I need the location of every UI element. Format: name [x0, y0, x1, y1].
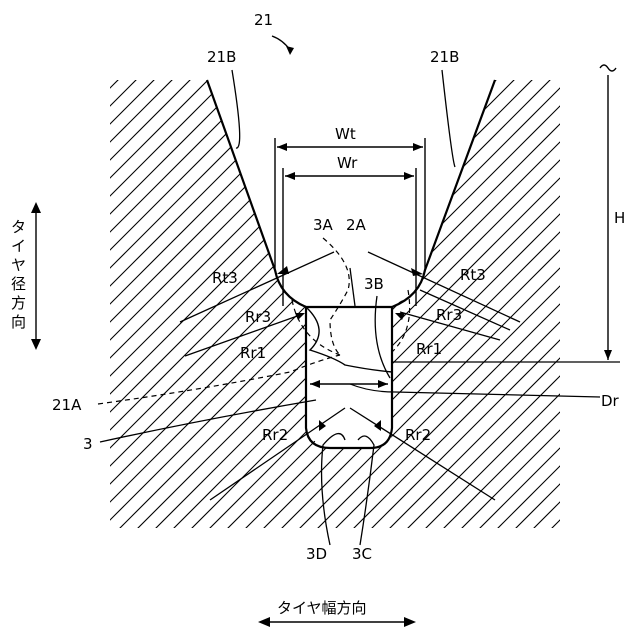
- radial-label-char-3: ヤ: [11, 256, 26, 274]
- label-3c: 3C: [352, 545, 372, 563]
- hatch-line: [0, 0, 234, 560]
- hatch-line: [592, 0, 640, 560]
- hatch-line: [394, 0, 640, 560]
- hatch-line: [538, 0, 640, 560]
- hatch-line: [520, 0, 640, 560]
- label-rr1-right: Rr1: [416, 340, 442, 358]
- label-rr2-left: Rr2: [262, 426, 288, 444]
- label-dr: Dr: [601, 392, 620, 410]
- label-21a: 21A: [52, 396, 82, 414]
- hatch-line: [502, 0, 640, 560]
- width-direction-label: タイヤ幅方向: [277, 599, 367, 617]
- hatch-line: [16, 0, 576, 560]
- radial-direction-arrow: [31, 202, 41, 350]
- label-rt3-right: Rt3: [460, 266, 486, 284]
- radial-label-char-2: イ: [11, 237, 26, 255]
- rubber-hatching: [0, 0, 640, 560]
- ref-21-arrowhead: [286, 46, 294, 55]
- hatch-line: [0, 0, 324, 560]
- label-rt3-left: Rt3: [212, 269, 238, 287]
- hatch-line: [232, 0, 640, 560]
- hatch-line: [484, 0, 640, 560]
- hatch-line: [628, 0, 640, 560]
- hatch-line: [0, 0, 342, 560]
- hatch-line: [0, 0, 360, 560]
- hatch-line: [250, 0, 640, 560]
- hatch-line: [412, 0, 640, 560]
- hatch-line: [268, 0, 640, 560]
- radial-label-char-1: タ: [11, 218, 26, 236]
- hatch-line: [340, 0, 640, 560]
- label-rr2-right: Rr2: [405, 426, 431, 444]
- label-3b: 3B: [364, 275, 384, 293]
- hatch-line: [0, 0, 396, 560]
- width-direction-arrow: [258, 617, 416, 627]
- label-21b-right: 21B: [430, 48, 459, 66]
- hatch-line: [34, 0, 594, 560]
- hatch-line: [0, 0, 180, 560]
- hatch-line: [556, 0, 640, 560]
- label-3a: 3A: [313, 216, 334, 234]
- hatch-line: [70, 0, 630, 560]
- label-21: 21: [254, 11, 273, 29]
- label-h: H: [614, 209, 625, 227]
- hatch-line: [178, 0, 640, 560]
- label-2a: 2A: [346, 216, 367, 234]
- hatch-line: [610, 0, 640, 560]
- label-wt: Wt: [335, 125, 356, 143]
- hatch-line: [0, 0, 486, 560]
- label-3d: 3D: [306, 545, 327, 563]
- radial-label-char-4: 径: [11, 275, 26, 293]
- label-rr3-right: Rr3: [436, 306, 462, 324]
- hatch-line: [52, 0, 612, 560]
- radial-label-char-6: 向: [11, 313, 26, 331]
- label-3: 3: [83, 435, 93, 453]
- hatch-line: [466, 0, 640, 560]
- hatch-line: [0, 0, 54, 560]
- hatch-line: [0, 0, 216, 560]
- radius-leaders: [180, 252, 520, 500]
- sipe-inner-curve: [306, 307, 392, 372]
- label-21b-left: 21B: [207, 48, 236, 66]
- label-rr3-left: Rr3: [245, 308, 271, 326]
- label-rr1-left: Rr1: [240, 344, 266, 362]
- hatch-line: [574, 0, 640, 560]
- dr-dimension: [310, 380, 600, 397]
- label-wr: Wr: [337, 154, 358, 172]
- radial-label-char-5: 方: [11, 294, 26, 312]
- reference-leaders: [100, 70, 455, 545]
- hatch-line: [0, 0, 540, 560]
- hatch-line: [358, 0, 640, 560]
